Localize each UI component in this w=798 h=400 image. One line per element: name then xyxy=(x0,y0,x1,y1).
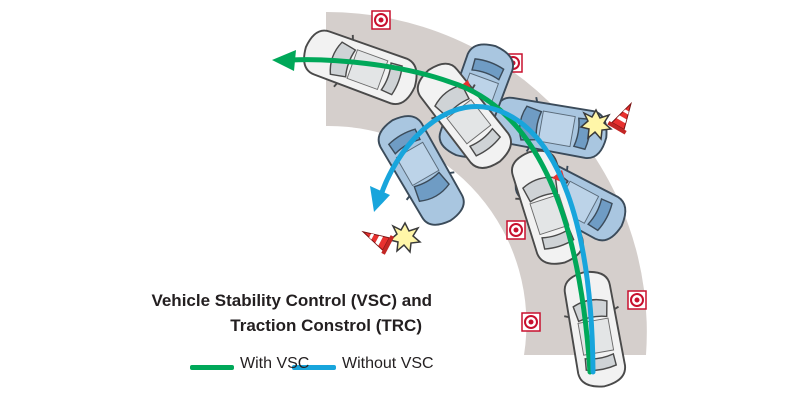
legend-swatch-without-vsc xyxy=(292,365,336,370)
arrow-icon xyxy=(272,50,296,71)
target-marker-icon xyxy=(521,312,541,332)
path-with-vsc xyxy=(287,57,593,375)
diagram-title-line-1: Vehicle Stability Control (VSC) and xyxy=(151,291,432,310)
diagram-title-line-2: Traction Constrol (TRC) xyxy=(230,316,422,335)
path-without-vsc xyxy=(377,104,596,375)
legend-label-with-vsc: With VSC xyxy=(240,355,310,372)
arrow-icon xyxy=(370,186,390,212)
target-marker-icon xyxy=(627,290,647,310)
impact-burst-icon xyxy=(389,222,421,253)
traffic-cone-icon xyxy=(357,222,395,256)
legend-label-without-vsc: Without VSC xyxy=(342,355,434,372)
target-marker-icon xyxy=(371,10,391,30)
legend-swatch-with-vsc xyxy=(190,365,234,370)
target-marker-icon xyxy=(506,220,526,240)
